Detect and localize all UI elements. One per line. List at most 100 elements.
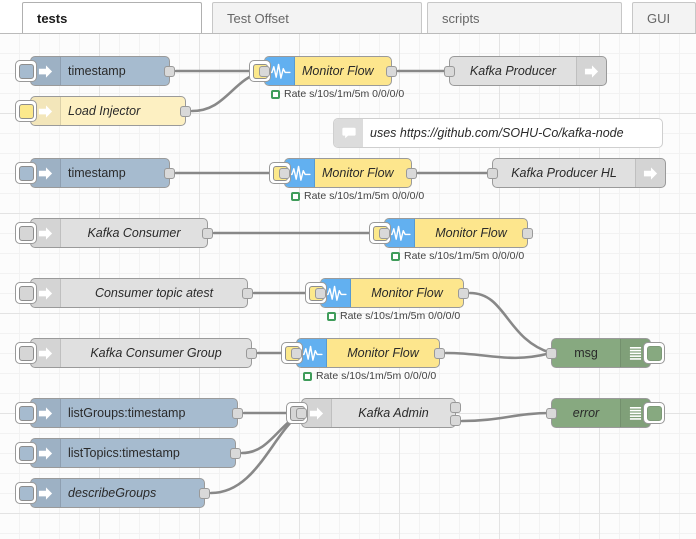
node-status-button[interactable] — [15, 442, 37, 464]
flow-tab-label: Test Offset — [227, 10, 289, 26]
pulse-wave-icon — [288, 165, 311, 181]
node-output-port[interactable] — [246, 348, 257, 359]
flow-node-monitor-flow[interactable]: Monitor Flow — [281, 338, 445, 368]
flow-node-consumer-topic-atest[interactable]: Consumer topic atest — [15, 278, 253, 308]
status-square-icon — [303, 371, 312, 381]
node-output-port[interactable] — [199, 488, 210, 499]
flow-tab-label: tests — [37, 10, 68, 26]
flow-node-monitor-flow[interactable]: Monitor Flow — [305, 278, 469, 308]
node-output-port[interactable] — [450, 402, 461, 413]
status-label: Rate s/10s/1m/5m 0/0/0/0 — [316, 370, 437, 382]
flow-node-timestamp[interactable]: timestamp — [15, 158, 175, 188]
arrow-right-icon — [38, 166, 53, 180]
node-input-port[interactable] — [259, 66, 270, 77]
flow-node-listgroups-timestamp[interactable]: listGroups:timestamp — [15, 398, 243, 428]
debug-toggle-button[interactable] — [643, 402, 665, 424]
flow-node-describegroups[interactable]: describeGroups — [15, 478, 210, 508]
wire-n14-n15[interactable] — [444, 351, 553, 360]
flow-node-msg[interactable]: msg — [546, 338, 665, 368]
flow-node-listtopics-timestamp[interactable]: listTopics:timestamp — [15, 438, 241, 468]
node-output-port[interactable] — [522, 228, 533, 239]
node-label: Monitor Flow — [435, 226, 507, 240]
flow-tab-test-offset[interactable]: Test Offset — [212, 2, 422, 33]
flow-node-uses-https-github-com-sohu-co-kafk[interactable]: uses https://github.com/SOHU-Co/kafka-no… — [333, 118, 663, 148]
wire-n17-n18[interactable] — [460, 411, 553, 423]
node-status-text: Rate s/10s/1m/5m 0/0/0/0 — [271, 88, 404, 100]
node-input-port[interactable] — [296, 408, 307, 419]
debug-toggle-indicator — [646, 405, 662, 421]
node-input-port[interactable] — [279, 168, 290, 179]
node-label: Consumer topic atest — [94, 286, 214, 300]
flow-tab-scripts[interactable]: scripts — [427, 2, 622, 33]
node-output-port[interactable] — [434, 348, 445, 359]
flow-node-kafka-admin[interactable]: Kafka Admin — [286, 398, 461, 428]
flow-node-kafka-consumer-group[interactable]: Kafka Consumer Group — [15, 338, 257, 368]
node-status-indicator — [18, 103, 34, 119]
arrow-right-icon — [38, 286, 53, 300]
node-label: Monitor Flow — [347, 346, 419, 360]
node-output-port[interactable] — [164, 168, 175, 179]
debug-lines-icon — [629, 406, 642, 420]
node-status-indicator — [18, 485, 34, 501]
flow-node-timestamp[interactable]: timestamp — [15, 56, 175, 86]
status-square-icon — [391, 251, 400, 261]
node-output-port[interactable] — [242, 288, 253, 299]
flow-tab-bar: tests Test Offset scripts GUI — [0, 0, 696, 34]
node-status-indicator — [18, 345, 34, 361]
flow-node-kafka-producer[interactable]: Kafka Producer — [444, 56, 607, 86]
flow-node-monitor-flow[interactable]: Monitor Flow — [369, 218, 533, 248]
pulse-wave-icon — [388, 225, 411, 241]
node-output-port[interactable] — [458, 288, 469, 299]
node-label: msg — [574, 346, 598, 360]
node-input-port[interactable] — [379, 228, 390, 239]
node-output-port[interactable] — [406, 168, 417, 179]
node-output-port[interactable] — [386, 66, 397, 77]
debug-toggle-button[interactable] — [643, 342, 665, 364]
flow-node-error[interactable]: error — [546, 398, 665, 428]
arrow-right-icon — [584, 64, 599, 78]
node-input-port[interactable] — [444, 66, 455, 77]
node-status-button[interactable] — [15, 222, 37, 244]
flow-node-load-injector[interactable]: Load Injector — [15, 96, 191, 126]
arrow-right-icon — [38, 64, 53, 78]
node-input-port[interactable] — [546, 348, 557, 359]
node-output-port[interactable] — [230, 448, 241, 459]
flow-tab-tests[interactable]: tests — [22, 2, 202, 33]
node-label: Kafka Consumer — [87, 226, 181, 240]
node-input-port[interactable] — [546, 408, 557, 419]
node-status-button[interactable] — [15, 342, 37, 364]
node-label: Kafka Consumer Group — [90, 346, 222, 360]
node-output-port[interactable] — [164, 66, 175, 77]
node-icon-panel — [576, 57, 606, 85]
debug-toggle-indicator — [646, 345, 662, 361]
flow-node-monitor-flow[interactable]: Monitor Flow — [269, 158, 417, 188]
flow-node-monitor-flow[interactable]: Monitor Flow — [249, 56, 397, 86]
node-status-button[interactable] — [15, 402, 37, 424]
node-label: Kafka Admin — [358, 406, 429, 420]
flow-tab-gui[interactable]: GUI — [632, 2, 696, 33]
node-output-port[interactable] — [232, 408, 243, 419]
arrow-right-icon — [38, 486, 53, 500]
node-status-button[interactable] — [15, 100, 37, 122]
node-status-indicator — [18, 165, 34, 181]
node-icon-panel — [635, 159, 665, 187]
wire-n12-n15[interactable] — [468, 291, 553, 355]
flow-node-kafka-producer-hl[interactable]: Kafka Producer HL — [487, 158, 666, 188]
node-status-button[interactable] — [15, 482, 37, 504]
status-label: Rate s/10s/1m/5m 0/0/0/0 — [284, 88, 405, 100]
node-status-button[interactable] — [15, 282, 37, 304]
flow-node-kafka-consumer[interactable]: Kafka Consumer — [15, 218, 213, 248]
node-label: Kafka Producer HL — [511, 166, 617, 180]
node-output-port[interactable] — [180, 106, 191, 117]
node-input-port[interactable] — [291, 348, 302, 359]
node-status-button[interactable] — [15, 162, 37, 184]
node-output-port[interactable] — [202, 228, 213, 239]
node-status-button[interactable] — [15, 60, 37, 82]
node-output-port[interactable] — [450, 415, 461, 426]
node-status-text: Rate s/10s/1m/5m 0/0/0/0 — [291, 190, 424, 202]
node-input-port[interactable] — [315, 288, 326, 299]
node-input-port[interactable] — [487, 168, 498, 179]
arrow-right-icon — [38, 226, 53, 240]
status-square-icon — [291, 191, 300, 201]
